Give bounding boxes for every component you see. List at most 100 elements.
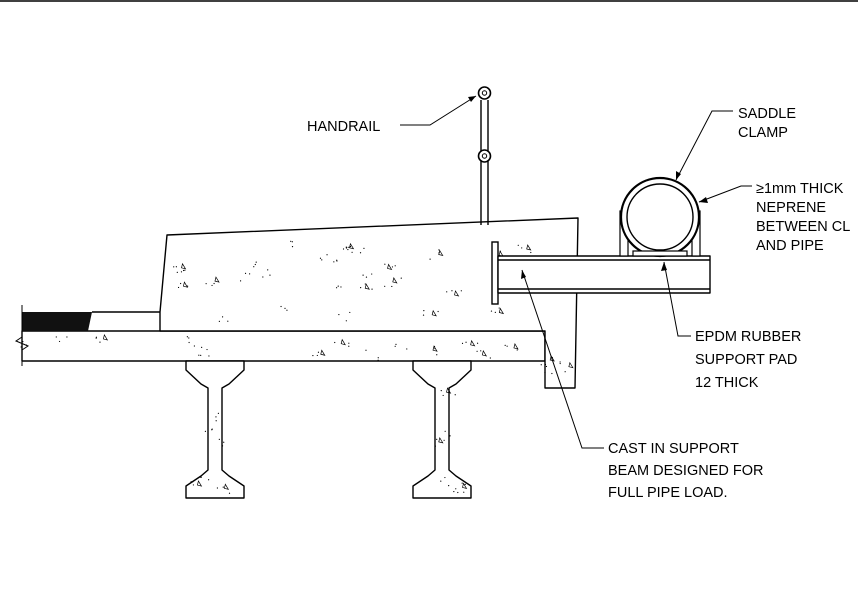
hatch-dot	[395, 343, 397, 345]
hatch-dot	[25, 344, 28, 346]
hatch-dot	[442, 394, 444, 397]
hatch-mark	[102, 334, 109, 341]
asphalt-surface	[22, 311, 160, 331]
hatch-mark	[526, 244, 532, 251]
hatch-dot	[190, 481, 192, 483]
hatch-dot	[348, 342, 350, 344]
hatch-dot	[391, 266, 394, 268]
hatch-dot	[494, 311, 496, 314]
hatch-dot	[480, 350, 482, 352]
hatch-dot	[455, 488, 457, 490]
hatch-dot	[516, 349, 518, 351]
hatch-dot	[489, 357, 491, 359]
hatch-dot	[253, 266, 255, 268]
label-neoprene-1: ≥1mm THICK	[756, 181, 844, 197]
hatch-dot	[211, 284, 213, 287]
hatch-dot	[371, 288, 373, 290]
hatch-dot	[449, 435, 451, 437]
hatch-dot	[192, 484, 194, 486]
hatch-dot	[208, 479, 210, 481]
hatch-dot	[434, 347, 436, 350]
hatch-mark	[392, 276, 398, 284]
hatch-dot	[363, 247, 365, 250]
hatch-dot	[198, 354, 200, 356]
hatch-dot	[192, 481, 194, 483]
hatch-mark	[446, 387, 452, 394]
hatch-dot	[312, 354, 314, 357]
hatch-dot	[453, 490, 455, 493]
hatch-dot	[176, 271, 178, 273]
hatch-dot	[290, 240, 292, 242]
hatch-dot	[461, 342, 464, 344]
hatch-dot	[504, 344, 506, 346]
hatch-dot	[177, 286, 180, 289]
hatch-dot	[360, 287, 362, 289]
hatch-dot	[433, 345, 436, 348]
hatch-dot	[448, 485, 450, 487]
hatch-dot	[506, 345, 508, 347]
hatch-dot	[423, 310, 425, 312]
hatch-dot	[544, 363, 547, 366]
girder-left	[185, 360, 245, 499]
hatch-dot	[400, 277, 402, 279]
hatch-mark	[182, 281, 189, 288]
hatch-dot	[521, 247, 523, 249]
hatch-dot	[391, 285, 393, 288]
hatch-dot	[188, 341, 190, 344]
hatch-dot	[280, 305, 282, 308]
hatch-dot	[347, 248, 349, 251]
hatch-dot	[444, 476, 446, 479]
hatch-dot	[345, 247, 348, 249]
hatch-dot	[530, 251, 532, 254]
hatch-mark	[364, 283, 370, 290]
hatch-dot	[200, 476, 202, 479]
hatch-mark	[513, 343, 519, 350]
hatch-dot	[463, 491, 465, 493]
hatch-dot	[436, 438, 438, 440]
hatch-dot	[227, 320, 229, 322]
hatch-dot	[186, 336, 188, 338]
label-epdm-3: 12 THICK	[695, 375, 759, 391]
hatch-dot	[499, 250, 501, 252]
label-neoprene-4: AND PIPE	[756, 238, 824, 254]
hatch-dot	[345, 320, 347, 322]
hatch-dot	[371, 273, 373, 275]
hatch-dot	[321, 259, 323, 261]
hatch-dot	[434, 445, 436, 447]
hatch-dot	[215, 416, 217, 418]
hatch-dot	[337, 285, 339, 287]
hatch-dot	[316, 354, 318, 357]
hatch-mark	[438, 436, 444, 444]
hatch-dot	[461, 482, 463, 484]
hatch-mark	[349, 242, 355, 250]
hatch-dot	[208, 355, 210, 357]
hatch-dot	[216, 487, 218, 489]
hatch-mark	[387, 263, 393, 270]
hatch-dot	[446, 291, 448, 293]
label-support-beam-2: BEAM DESIGNED FOR	[608, 463, 764, 479]
hatch-dot	[20, 346, 22, 348]
hatch-dot	[255, 261, 257, 263]
hatch-dot	[186, 285, 189, 287]
hatch-dot	[422, 314, 425, 316]
hatch-dot	[222, 486, 224, 488]
label-neoprene-2: NEPRENE	[756, 200, 826, 216]
hatch-dot	[545, 365, 548, 368]
hatch-dot	[444, 430, 446, 432]
hatch-dot	[338, 313, 340, 316]
hatch-dot	[205, 283, 207, 285]
hatch-dot	[559, 361, 561, 363]
hatch-dot	[228, 492, 231, 494]
hatch-dot	[365, 349, 367, 351]
label-saddle-clamp-1: SADDLE	[738, 106, 796, 122]
hatch-dot	[204, 430, 207, 432]
hatch-dot	[498, 307, 500, 309]
hatch-dot	[342, 248, 345, 250]
hatch-dot	[211, 428, 213, 430]
hatch-dot	[362, 274, 364, 276]
hatch-dot	[244, 272, 247, 274]
hatch-mark	[320, 349, 326, 356]
hatch-dot	[384, 263, 386, 265]
hatch-dot	[440, 389, 442, 392]
